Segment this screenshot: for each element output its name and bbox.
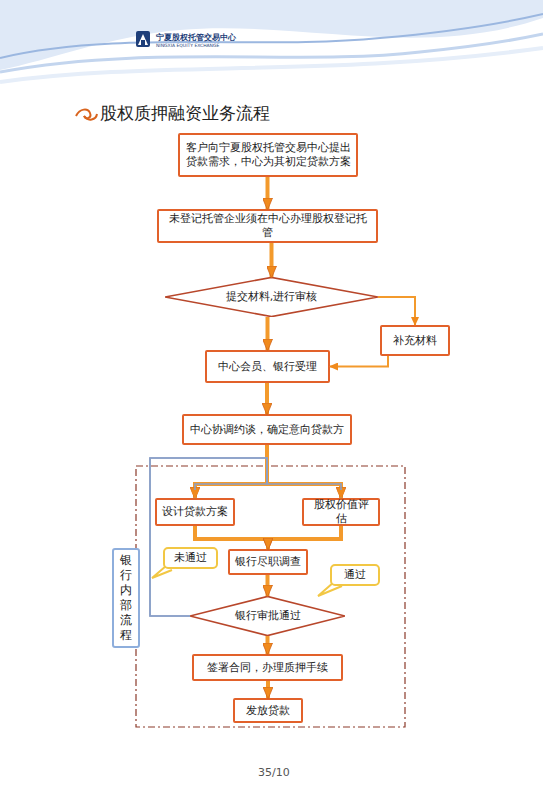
- node-text: 客户向宁夏股权托管交易中心提出 贷款需求，中心为其初定贷款方案: [185, 141, 351, 169]
- node-text: 补充材料: [393, 334, 437, 348]
- process-box: 银行尽职调查: [228, 549, 308, 575]
- text-holder: 补充材料: [393, 334, 437, 348]
- flow-arrow: [195, 445, 267, 498]
- text-holder: 银行内部流程: [120, 553, 132, 643]
- text-holder: 客户向宁夏股权托管交易中心提出 贷款需求，中心为其初定贷款方案: [185, 141, 351, 169]
- text-holder: 中心会员、银行受理: [218, 360, 317, 374]
- text-holder: 提交材料,进行审核: [226, 290, 318, 304]
- process-box: 补充材料: [380, 325, 450, 356]
- flow-arrow: [150, 458, 341, 616]
- text-holder: 发放贷款: [246, 704, 290, 718]
- title-icon: [76, 110, 97, 120]
- flow-arrow: [266, 681, 270, 698]
- decision-diamond: 提交材料,进行审核: [165, 277, 378, 317]
- flow-arrow: [195, 526, 268, 549]
- process-box: 发放贷款: [233, 698, 303, 723]
- process-box: 未登记托管企业须在中心办理股权登记托管: [157, 209, 378, 243]
- flow-arrow: [378, 297, 415, 325]
- process-box: 股权价值评估: [302, 498, 380, 526]
- text-holder: 银行审批通过: [235, 609, 301, 623]
- header-wave: [0, 34, 543, 72]
- node-text: 发放贷款: [246, 704, 290, 718]
- flow-arrow: [150, 458, 267, 616]
- node-text: 提交材料,进行审核: [226, 290, 318, 304]
- diagram-title: 股权质押融资业务流程: [100, 102, 270, 125]
- header-wave: [0, 14, 543, 58]
- text-holder: 设计贷款方案: [162, 505, 228, 519]
- text-holder: 未登记托管企业须在中心办理股权登记托管: [164, 212, 371, 240]
- node-text: 未通过: [174, 551, 207, 565]
- node-text: 通过: [344, 568, 366, 582]
- callout-box: 未通过: [163, 547, 218, 569]
- flow-arrow: [266, 177, 270, 209]
- process-box: 设计贷款方案: [155, 498, 235, 526]
- header-wave: [0, 48, 543, 82]
- flow-arrow: [270, 243, 274, 277]
- process-box: 中心会员、银行受理: [205, 350, 330, 383]
- node-text: 设计贷款方案: [162, 505, 228, 519]
- text-holder: 股权价值评估: [309, 498, 373, 526]
- flow-arrow: [268, 526, 341, 549]
- side-label-box: 银行内部流程: [112, 548, 140, 648]
- process-box: 中心协调约谈，确定意向贷款方: [182, 414, 352, 445]
- diamond-shape: [165, 277, 378, 316]
- node-text: 银行内部流程: [120, 553, 132, 643]
- process-box: 客户向宁夏股权托管交易中心提出 贷款需求，中心为其初定贷款方案: [178, 133, 358, 177]
- bank-process-region: [136, 466, 405, 727]
- node-text: 银行尽职调查: [235, 555, 301, 569]
- text-holder: 签署合同，办理质押手续: [207, 661, 328, 675]
- logo: [136, 31, 150, 47]
- text-holder: 通过: [344, 568, 366, 582]
- flow-arrow: [267, 445, 341, 498]
- header-text: NINGXIA EQUITY EXCHANGE: [156, 43, 219, 50]
- page-number: 35/10: [258, 766, 290, 779]
- header-wave: [0, 0, 543, 70]
- text-holder: 未通过: [174, 551, 207, 565]
- node-text: 签署合同，办理质押手续: [207, 661, 328, 675]
- flow-arrow: [266, 575, 270, 596]
- text-holder: 银行尽职调查: [235, 555, 301, 569]
- decision-diamond: 银行审批通过: [190, 596, 345, 636]
- flow-arrow: [266, 636, 270, 654]
- node-text: 股权价值评估: [309, 498, 373, 526]
- callout-box: 通过: [330, 564, 380, 586]
- diamond-shape: [190, 596, 345, 635]
- flow-arrow: [265, 383, 269, 414]
- flow-arrow: [266, 317, 270, 350]
- node-text: 中心协调约谈，确定意向贷款方: [190, 423, 344, 437]
- node-text: 银行审批通过: [235, 609, 301, 623]
- header-text: 宁夏股权托管交易中心: [156, 33, 236, 43]
- process-box: 签署合同，办理质押手续: [192, 654, 343, 681]
- node-text: 未登记托管企业须在中心办理股权登记托管: [164, 212, 371, 240]
- flow-arrow: [330, 356, 388, 367]
- node-text: 中心会员、银行受理: [218, 360, 317, 374]
- text-holder: 中心协调约谈，确定意向贷款方: [190, 423, 344, 437]
